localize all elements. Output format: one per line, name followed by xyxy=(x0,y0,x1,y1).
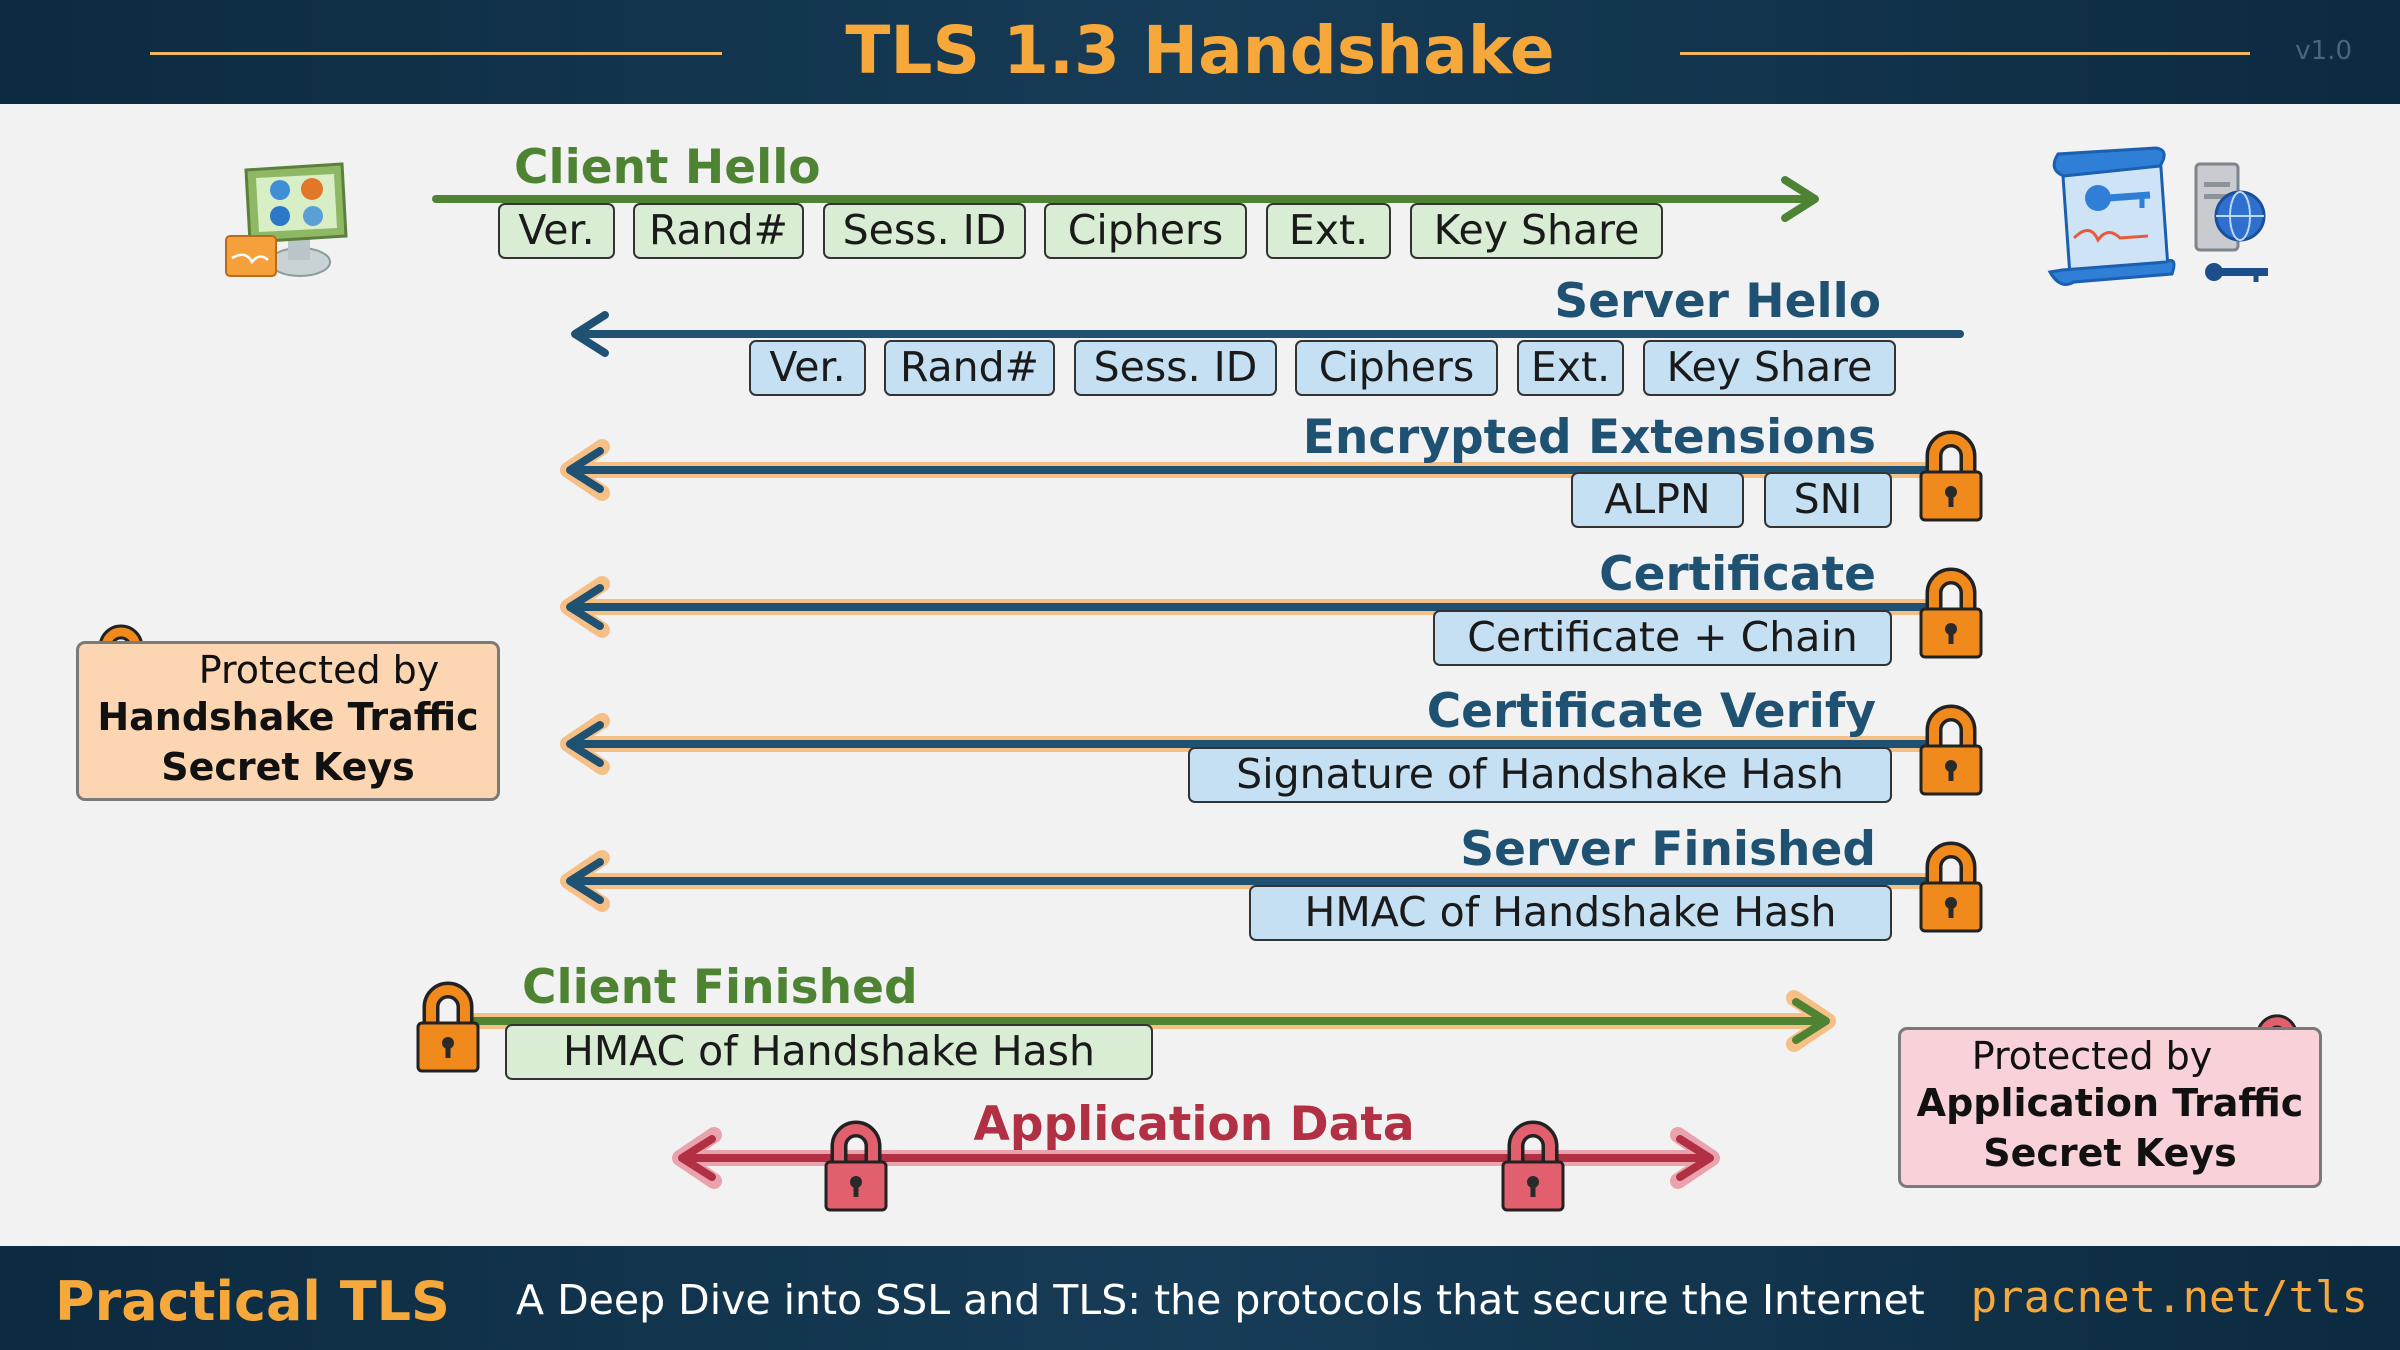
certificate-verify-arrow xyxy=(560,713,1933,775)
footer-tagline: A Deep Dive into SSL and TLS: the protoc… xyxy=(516,1276,1925,1324)
padlock-icon xyxy=(1921,576,1981,657)
legend-application-line1: Application Traffic xyxy=(1916,1081,2304,1125)
page-title: TLS 1.3 Handshake xyxy=(845,12,1555,89)
server-hello-field-session-id: Sess. ID xyxy=(1074,340,1277,396)
client-hello-label: Client Hello xyxy=(514,140,821,195)
legend-application-keys: Protected by Application Traffic Secret … xyxy=(1898,1027,2322,1188)
server-hello-field-ciphers: Ciphers xyxy=(1295,340,1498,396)
legend-application-line2: Secret Keys xyxy=(1983,1131,2237,1175)
server-hello-label: Server Hello xyxy=(1554,274,1881,329)
application-data-arrow xyxy=(672,1127,1720,1189)
header-bar: TLS 1.3 Handshake v1.0 xyxy=(0,0,2400,104)
client-hello-arrow xyxy=(432,176,1819,222)
certificate-field-chain: Certificate + Chain xyxy=(1433,610,1892,666)
server-hello-field-key-share: Key Share xyxy=(1643,340,1896,396)
client-hello-field-random: Rand# xyxy=(633,203,804,259)
encrypted-extensions-arrow xyxy=(560,439,1933,501)
certificate-arrow xyxy=(560,576,1933,638)
footer-bar xyxy=(0,1246,2400,1350)
legend-handshake-line2: Secret Keys xyxy=(161,745,415,789)
legend-handshake-caption: Protected by xyxy=(198,648,440,692)
padlock-icon xyxy=(1921,439,1981,520)
server-finished-field-hmac: HMAC of Handshake Hash xyxy=(1249,885,1892,941)
header-rule-right xyxy=(1680,52,2250,55)
server-hello-arrow xyxy=(571,311,1964,357)
client-hello-field-key-share: Key Share xyxy=(1410,203,1663,259)
client-finished-label: Client Finished xyxy=(522,960,918,1015)
version-label: v1.0 xyxy=(2295,36,2352,66)
client-hello-field-session-id: Sess. ID xyxy=(823,203,1026,259)
client-hello-field-ciphers: Ciphers xyxy=(1044,203,1247,259)
encrypted-extensions-field-sni: SNI xyxy=(1764,472,1892,528)
server-finished-arrow xyxy=(560,850,1933,912)
certificate-verify-label: Certificate Verify xyxy=(1426,684,1876,739)
client-hello-field-version: Ver. xyxy=(498,203,615,259)
server-hello-field-random: Rand# xyxy=(884,340,1055,396)
padlock-icon xyxy=(1921,850,1981,931)
legend-application-caption: Protected by xyxy=(1971,1034,2213,1078)
client-hello-field-extensions: Ext. xyxy=(1266,203,1391,259)
header-rule-left xyxy=(150,52,722,55)
footer-brand: Practical TLS xyxy=(55,1270,450,1333)
certificate-label: Certificate xyxy=(1599,547,1876,602)
padlock-icon xyxy=(1921,713,1981,794)
client-finished-arrow xyxy=(462,990,1836,1052)
encrypted-extensions-field-alpn: ALPN xyxy=(1571,472,1744,528)
client-finished-field-hmac: HMAC of Handshake Hash xyxy=(505,1024,1153,1080)
computer-icon xyxy=(225,162,348,277)
footer-url: pracnet.net/tls xyxy=(1970,1272,2368,1323)
padlock-icon xyxy=(418,990,478,1071)
server-hello-field-extensions: Ext. xyxy=(1517,340,1624,396)
server-hello-field-version: Ver. xyxy=(749,340,866,396)
legend-handshake-keys: Protected by Handshake Traffic Secret Ke… xyxy=(76,641,500,801)
certificate-verify-field-signature: Signature of Handshake Hash xyxy=(1188,747,1892,803)
server-with-certificate-icon xyxy=(2047,146,2268,286)
encrypted-extensions-label: Encrypted Extensions xyxy=(1302,410,1876,465)
application-data-label: Application Data xyxy=(973,1097,1415,1152)
legend-handshake-line1: Handshake Traffic xyxy=(97,695,479,739)
server-finished-label: Server Finished xyxy=(1460,822,1876,877)
